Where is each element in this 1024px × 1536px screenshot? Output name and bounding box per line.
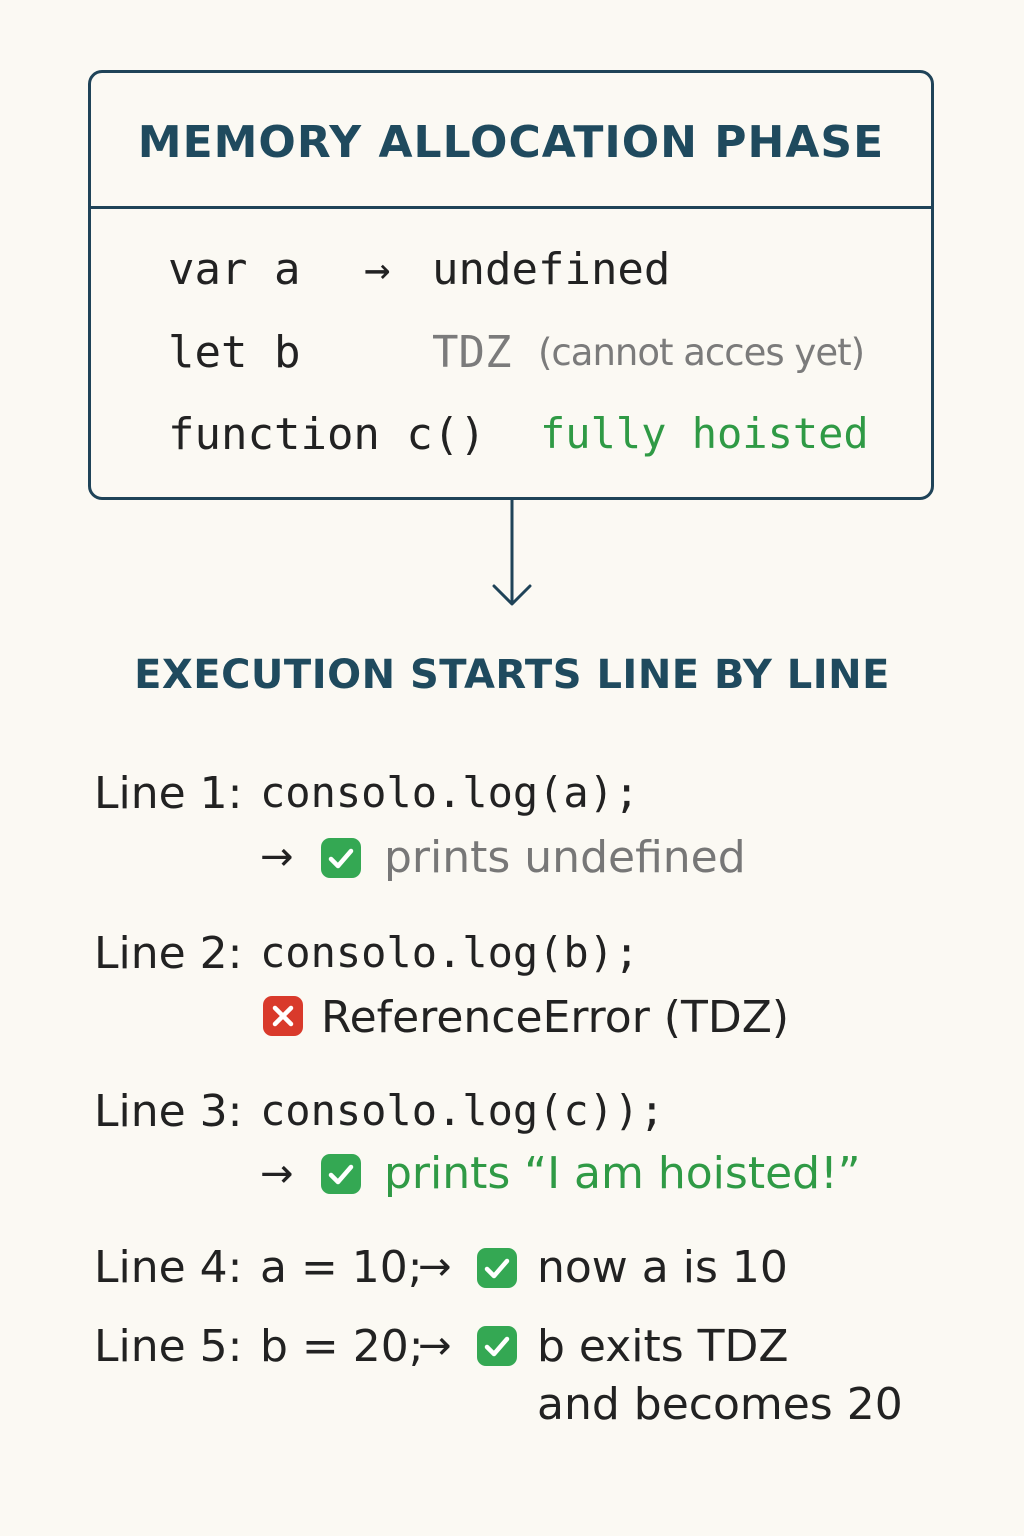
memory-row-3-code: function c() xyxy=(168,409,486,460)
line-5-label: Line 5: xyxy=(94,1321,243,1372)
check-icon xyxy=(477,1326,517,1366)
line-3-result: prints “I am hoisted!” xyxy=(384,1148,861,1199)
line-2-code: consolo.log(b); xyxy=(260,928,640,977)
line-4-label: Line 4: xyxy=(94,1242,243,1293)
memory-title: MEMORY ALLOCATION PHASE xyxy=(137,117,885,168)
memory-allocation-box: MEMORY ALLOCATION PHASE xyxy=(88,70,934,500)
memory-divider xyxy=(91,206,931,209)
check-icon xyxy=(477,1248,517,1288)
line-5-result-continued: and becomes 20 xyxy=(537,1379,903,1430)
memory-row-1-code: var a xyxy=(168,244,301,295)
line-3-code: consolo.log(c)); xyxy=(260,1086,665,1135)
execution-title: EXECUTION STARTS LINE BY LINE xyxy=(134,652,890,698)
memory-row-2-note: (cannot acces yet) xyxy=(538,331,865,374)
line-4-code: a = 10; xyxy=(260,1242,423,1293)
line-5-code: b = 20; xyxy=(260,1321,424,1372)
line-1-label: Line 1: xyxy=(94,768,243,819)
line-1-arrow: → xyxy=(260,834,294,880)
line-1-code: consolo.log(a); xyxy=(260,768,640,817)
line-5-arrow: → xyxy=(418,1323,452,1369)
down-arrow-icon xyxy=(492,500,532,606)
line-4-result: now a is 10 xyxy=(537,1242,788,1293)
line-5-result: b exits TDZ xyxy=(537,1321,789,1372)
check-icon xyxy=(321,838,361,878)
memory-row-2-code: let b xyxy=(168,327,301,378)
memory-row-3-value: fully hoisted xyxy=(540,409,869,458)
line-2-result: ReferenceError (TDZ) xyxy=(321,992,790,1043)
line-3-label: Line 3: xyxy=(94,1086,243,1137)
line-4-arrow: → xyxy=(418,1244,452,1290)
line-3-arrow: → xyxy=(260,1151,294,1197)
memory-row-2-value: TDZ xyxy=(432,327,512,378)
memory-row-1-value: undefined xyxy=(432,244,671,295)
line-1-result: prints undefined xyxy=(384,832,746,883)
line-2-label: Line 2: xyxy=(94,928,243,979)
memory-row-1-arrow: → xyxy=(364,244,391,295)
check-icon xyxy=(321,1154,361,1194)
error-x-icon xyxy=(263,996,303,1036)
